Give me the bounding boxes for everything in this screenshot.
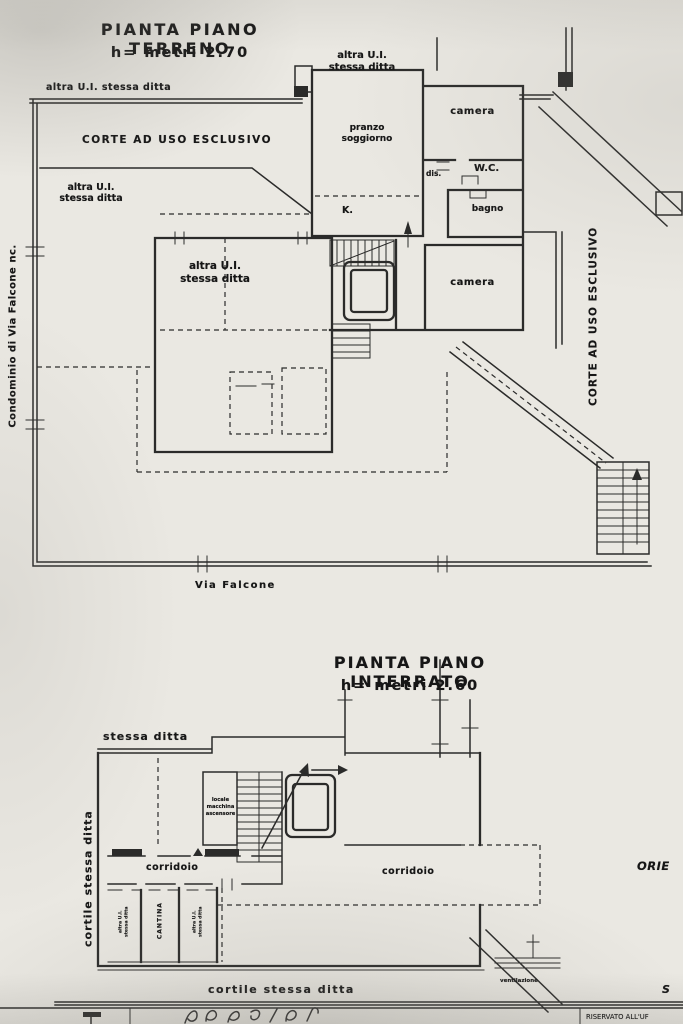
basement-boundary — [97, 659, 481, 758]
basement-staircase — [236, 763, 348, 863]
label-wc: W.C. — [474, 163, 500, 174]
ground-floor-drawing — [25, 27, 683, 573]
basement-drawing — [54, 659, 683, 1014]
label-kitchen: K. — [342, 205, 353, 216]
label-parcel-center: altra U.I. stessa ditta — [180, 260, 250, 285]
label-corridor-right: corridoio — [382, 866, 435, 877]
label-parcel-top-left: altra U.I. stessa ditta — [46, 82, 172, 93]
label-parcel-top-center: altra U.I. stessa ditta — [328, 50, 396, 73]
plan-height-ground: h= metri 2.70 — [110, 45, 250, 61]
ventilation-ramp — [468, 928, 564, 1014]
handwritten-note — [184, 1007, 319, 1024]
basement-walls — [96, 751, 541, 971]
label-ventilation: ventilazione — [500, 978, 538, 984]
label-bedroom-lower: camera — [450, 277, 495, 288]
label-bedroom-upper: camera — [450, 106, 495, 117]
plan-title-ground: PIANTA PIANO TERRENO — [100, 20, 260, 59]
south-ramp — [448, 340, 615, 470]
label-court-left: CORTE AD USO ESCLUSIVO — [82, 134, 273, 146]
label-parcel-top-basement: stessa ditta — [103, 730, 189, 743]
basement-elevator — [284, 773, 337, 839]
plan-title-basement: PIANTA PIANO INTERRATO — [333, 653, 487, 692]
left-block — [37, 213, 448, 473]
footer-table — [0, 1007, 683, 1024]
label-court-left-basement: cortile stessa ditta — [81, 810, 95, 947]
label-south-fragment: S — [662, 983, 670, 996]
label-lift-machine-room: locale macchina ascensore — [205, 797, 236, 817]
label-boundary-condominio: Condominio di Via Falcone nc. — [7, 244, 19, 428]
boundary-lines — [25, 37, 652, 573]
plan-height-basement: h= metri 2.60 — [340, 678, 480, 694]
label-office-stamp: RISERVATO ALL'UF — [586, 1013, 649, 1021]
label-court-right: CORTE AD USO ESCLUSIVO — [587, 226, 600, 406]
label-bathroom: bagno — [471, 204, 504, 214]
label-living-room: pranzo soggiorno — [341, 123, 393, 144]
label-corridor-left: corridoio — [146, 862, 199, 873]
label-parcel-mid-left: altra U.I. stessa ditta — [59, 182, 123, 205]
label-street-via-falcone: Via Falcone — [195, 580, 276, 591]
courtyard-bottom-line — [54, 1001, 683, 1006]
label-cantina: CANTINA — [156, 902, 164, 940]
apartment-walls — [294, 65, 563, 349]
label-court-bottom: cortile stessa ditta — [208, 983, 355, 996]
north-ramp — [519, 27, 683, 228]
staircase — [329, 239, 395, 359]
label-orientation-fragment: ORIE — [637, 859, 670, 873]
elevator-shaft — [342, 260, 396, 322]
label-cellar-right: altra U.I. stessa ditta — [192, 906, 203, 938]
label-hallway: dis. — [426, 169, 442, 178]
exterior-stairs — [596, 461, 650, 555]
cellar-partitions — [107, 886, 219, 964]
label-cellar-left: altra U.I. stessa ditta — [118, 906, 129, 938]
